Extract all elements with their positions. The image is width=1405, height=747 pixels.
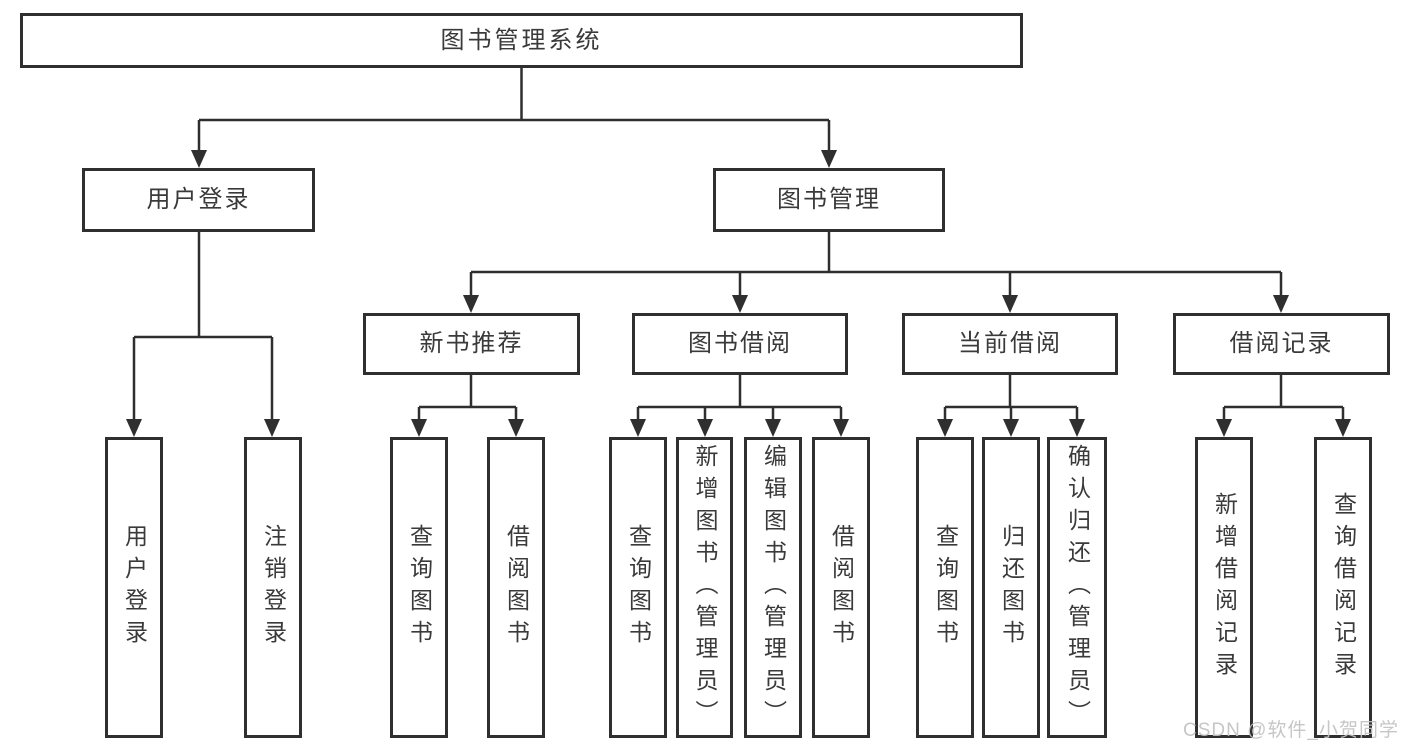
leaf-records-add-borrow-record: 新增借阅记录 [1195,437,1253,738]
node-new-book-recommend: 新书推荐 [363,313,580,375]
connector-edges [132,68,1345,421]
leaf-borrow-edit-books-admin-label: 编辑图书（管理员） [760,443,787,732]
leaf-newbook-query-books: 查询图书 [390,437,448,738]
node-book-management-label: 图书管理 [777,186,881,213]
node-root-system: 图书管理系统 [20,13,1023,68]
leaf-current-query-books: 查询图书 [916,437,974,738]
leaf-newbook-borrow-books-label: 借阅图书 [503,523,530,652]
leaf-records-query-borrow-record: 查询借阅记录 [1314,437,1372,738]
leaf-user-login-label: 用户登录 [121,523,148,652]
csdn-watermark: CSDN @软件_小贺同学 [1183,720,1399,741]
node-book-borrow-label: 图书借阅 [688,330,792,357]
node-book-management: 图书管理 [713,168,945,232]
arrow-down-icons [126,150,1351,437]
leaf-records-add-borrow-record-label: 新增借阅记录 [1211,491,1238,684]
leaf-borrow-borrow-books-label: 借阅图书 [828,523,855,652]
leaf-user-login: 用户登录 [105,437,163,738]
leaf-current-return-books-label: 归还图书 [998,523,1025,652]
leaf-borrow-borrow-books: 借阅图书 [812,437,870,738]
leaf-newbook-query-books-label: 查询图书 [406,523,433,652]
node-user-login-label: 用户登录 [146,186,251,213]
node-book-borrow: 图书借阅 [632,313,848,375]
node-user-login: 用户登录 [82,168,315,232]
leaf-borrow-add-books-admin-label: 新增图书（管理员） [692,443,718,732]
node-borrow-records: 借阅记录 [1173,313,1390,375]
leaf-current-confirm-return-admin-label: 确认归还（管理员） [1064,443,1091,732]
leaf-borrow-query-books-label: 查询图书 [625,523,652,652]
leaf-newbook-borrow-books: 借阅图书 [487,437,545,738]
node-root-label: 图书管理系统 [440,26,603,54]
leaf-borrow-query-books: 查询图书 [609,437,667,738]
leaf-logout-login-label: 注销登录 [260,523,287,652]
leaf-records-query-borrow-record-label: 查询借阅记录 [1330,491,1357,684]
node-current-borrow: 当前借阅 [902,313,1118,375]
leaf-borrow-edit-books-admin: 编辑图书（管理员） [744,437,802,738]
leaf-logout-login: 注销登录 [244,437,302,738]
node-new-book-recommend-label: 新书推荐 [419,330,524,357]
leaf-current-return-books: 归还图书 [982,437,1040,738]
leaf-borrow-add-books-admin: 新增图书（管理员） [676,437,733,738]
leaf-current-confirm-return-admin: 确认归还（管理员） [1047,437,1107,738]
node-borrow-records-label: 借阅记录 [1229,330,1334,357]
node-current-borrow-label: 当前借阅 [958,330,1062,357]
leaf-current-query-books-label: 查询图书 [932,523,959,652]
